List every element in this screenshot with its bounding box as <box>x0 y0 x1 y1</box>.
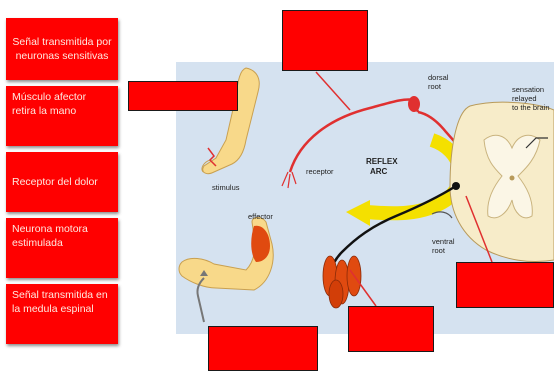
effector-label: effector <box>248 212 273 221</box>
sensation-label-line1: sensation <box>512 85 544 94</box>
ventral-root-label-line1: ventral <box>432 237 455 246</box>
sensation-label-line3: to the brain <box>512 103 550 112</box>
motor-neuron-body <box>452 182 460 190</box>
reflex-arc-title-line1: REFLEX <box>366 157 398 166</box>
reflex-arc-title-line2: ARC <box>370 167 388 176</box>
stimulus-label: stimulus <box>212 183 240 192</box>
drop-zone-sensory-neuron[interactable] <box>282 10 368 71</box>
drop-zone-arm[interactable] <box>208 326 318 371</box>
dorsal-root-ganglion <box>408 96 420 112</box>
drop-zone-spinal-cord[interactable] <box>456 262 554 308</box>
dorsal-root-label-line2: root <box>428 82 442 91</box>
dorsal-root-label-line1: dorsal <box>428 73 449 82</box>
drop-zone-stimulus-hand[interactable] <box>128 81 238 111</box>
receptor-label: receptor <box>306 167 334 176</box>
sensation-label-line2: relayed <box>512 94 537 103</box>
ventral-root-label-line2: root <box>432 246 446 255</box>
drop-zone-effector-muscle[interactable] <box>348 306 434 352</box>
